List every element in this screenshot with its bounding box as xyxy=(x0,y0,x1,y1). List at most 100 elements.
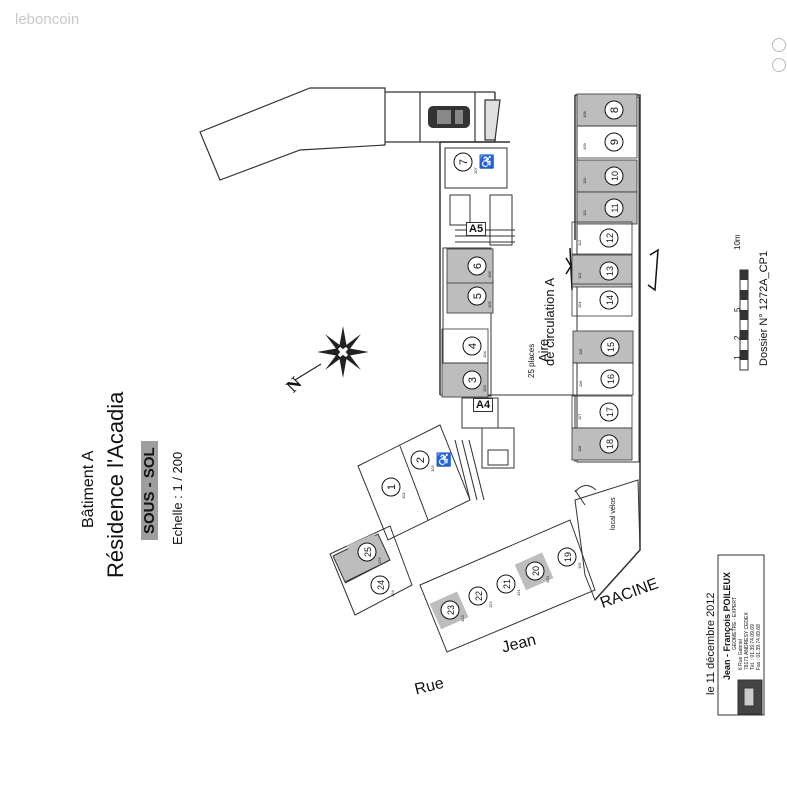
spot-lot-number: 117 xyxy=(577,413,582,420)
spot-lot-number: 111 xyxy=(582,209,587,216)
building-label: Bâtiment A xyxy=(80,450,97,528)
spot-number-circle xyxy=(599,434,619,454)
spot-lot-number: 122 xyxy=(488,601,493,608)
spot-number-circle xyxy=(440,600,460,620)
parking-spot: 23 123 xyxy=(429,591,469,630)
spot-number-circle xyxy=(468,586,488,606)
residence-title: Résidence l'Acadia xyxy=(103,391,128,578)
spot-lot-number: 114 xyxy=(577,301,582,308)
level-badge: SOUS - SOL xyxy=(141,441,158,540)
places-count: 25 places xyxy=(527,343,536,378)
spot-number: 12 xyxy=(605,233,615,243)
circulation-line2: de circulation A xyxy=(542,277,557,366)
bottom-row xyxy=(419,519,596,653)
disabled-access-icon: ♿ xyxy=(436,452,452,467)
spot-number-circle xyxy=(599,261,619,281)
spot-lot-number: 110 xyxy=(582,177,587,184)
spot-number-circle xyxy=(557,547,577,567)
scale-tick-label: 10m xyxy=(733,234,742,250)
spot-number-circle xyxy=(381,477,401,497)
spot-number: 18 xyxy=(605,439,615,449)
binder-hole xyxy=(772,38,786,52)
local-velos-label: local vélos xyxy=(610,497,617,530)
spot-lot-number: 106 xyxy=(487,271,492,278)
parking-spot: 14 114 xyxy=(571,283,633,317)
spot-lot-number: 107 xyxy=(473,167,478,174)
spot-lot-number: 120 xyxy=(545,576,550,583)
spot-number-circle xyxy=(467,256,487,276)
stair-a5-label: A5 xyxy=(466,222,487,236)
spot-number: 9 xyxy=(609,139,621,145)
spot-number-circle xyxy=(604,198,624,218)
spot-number-circle xyxy=(600,369,620,389)
stair-a4-area xyxy=(454,397,515,501)
spot-number: 1 xyxy=(386,484,398,490)
spot-lot-number: 123 xyxy=(460,615,465,622)
spot-number-circle xyxy=(370,575,390,595)
spot-number: 4 xyxy=(467,343,479,349)
local-velos-block xyxy=(574,479,641,601)
scale-tick-label: 2 xyxy=(733,335,742,340)
spot-number: 25 xyxy=(363,547,373,557)
spot-number: 20 xyxy=(531,566,541,576)
parking-spot-cell xyxy=(441,328,489,364)
spot-number-circle xyxy=(600,337,620,357)
dossier-label: Dossier N° 1272A_CP1 xyxy=(758,250,770,366)
spot-lot-number: 104 xyxy=(482,351,487,358)
spot-number: 8 xyxy=(609,107,621,113)
compass-rose xyxy=(294,326,369,381)
parking-spot-cell xyxy=(571,283,633,317)
spot-number-circle xyxy=(496,574,516,594)
spot-lot-number: 102 xyxy=(430,465,435,472)
spot-number-circle xyxy=(453,152,473,172)
spot-number: 5 xyxy=(472,293,484,299)
spot-lot-number: 124 xyxy=(390,590,395,597)
parking-spot-cell xyxy=(571,221,633,255)
spot-number-circle xyxy=(467,286,487,306)
stair-a4-label: A4 xyxy=(473,398,494,412)
spot-lot-number: 101 xyxy=(401,492,406,499)
spot-lot-number: 118 xyxy=(577,445,582,452)
spot-number-circle xyxy=(357,542,377,562)
spot-number-circle xyxy=(604,132,624,152)
spot-number-circle xyxy=(604,100,624,120)
spot-lot-number: 125 xyxy=(377,557,382,564)
date-label: le 11 décembre 2012 xyxy=(705,592,717,695)
expert-stamp xyxy=(717,554,765,716)
expert-line5: Fax : 01.39.74.69.68 xyxy=(756,624,762,670)
spot-number: 11 xyxy=(610,203,620,212)
spot-number: 14 xyxy=(605,295,615,305)
parking-spot-cell xyxy=(576,125,638,159)
parking-spot: 25 125 xyxy=(346,533,386,572)
spot-lot-number: 105 xyxy=(487,301,492,308)
scale-tick-label: 1 xyxy=(733,355,742,360)
spot-lot-number: 121 xyxy=(516,589,521,596)
spot-number-circle xyxy=(599,290,619,310)
spot-number-circle xyxy=(410,450,430,470)
spot-lot-number: 115 xyxy=(578,348,583,355)
spot-number: 23 xyxy=(446,605,456,615)
scale-bar xyxy=(739,269,749,371)
spot-lot-number: 103 xyxy=(482,385,487,392)
parking-spot-cell xyxy=(571,427,633,461)
parking-spot: 20 120 xyxy=(514,552,554,591)
spot-number-circle xyxy=(462,336,482,356)
spot-number-circle xyxy=(599,228,619,248)
